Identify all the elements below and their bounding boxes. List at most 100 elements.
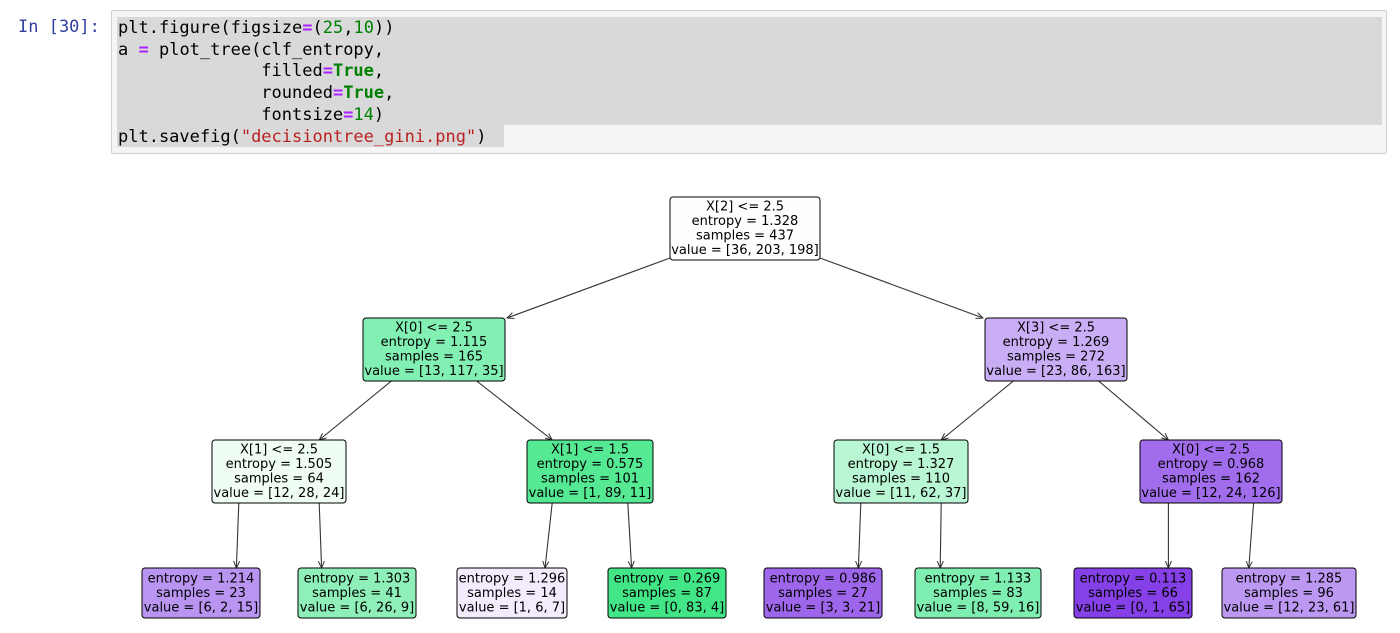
code-cell[interactable]: plt.figure(figsize=(25,10))a = plot_tree… <box>111 10 1387 154</box>
tree-node-box <box>362 317 506 382</box>
code-token: True <box>343 83 385 104</box>
tree-node-label: entropy = 1.214 <box>148 571 255 586</box>
code-token: 25 <box>322 18 344 38</box>
tree-node-box <box>669 196 821 261</box>
cell-prompt: In [30]: <box>18 17 100 37</box>
tree-node-box <box>211 439 347 504</box>
tree-node-label: samples = 96 <box>1244 586 1334 601</box>
code-token: plt.savefig( <box>118 126 241 147</box>
tree-node-label: X[1] <= 1.5 <box>551 443 629 458</box>
tree-edge-n4-n9 <box>545 502 553 568</box>
code-token: plt.figure(figsize <box>118 18 303 38</box>
tree-node-box <box>763 567 883 619</box>
tree-edge-n1-n3 <box>319 380 392 440</box>
tree-node-label: value = [13, 117, 35] <box>364 364 503 379</box>
tree-node-label: value = [3, 3, 21] <box>766 600 880 615</box>
tree-node-label: samples = 110 <box>852 472 950 487</box>
tree-node-label: entropy = 0.968 <box>1158 457 1265 472</box>
tree-node-label: entropy = 1.327 <box>848 457 955 472</box>
tree-node-box <box>1073 567 1193 619</box>
code-token: ) <box>373 104 385 125</box>
tree-node-label: entropy = 1.285 <box>1236 571 1343 586</box>
tree-node-label: samples = 41 <box>312 586 402 601</box>
tree-node-label: samples = 14 <box>467 586 557 601</box>
tree-node-label: entropy = 1.505 <box>226 457 333 472</box>
tree-node-label: X[3] <= 2.5 <box>1017 321 1095 336</box>
code-editor[interactable]: plt.figure(figsize=(25,10))a = plot_tree… <box>118 18 486 148</box>
tree-node-label: value = [8, 59, 16] <box>917 600 1040 615</box>
code-token: True <box>332 61 374 82</box>
tree-node-box <box>456 567 568 619</box>
code-token: 14 <box>353 104 374 125</box>
tree-node-box <box>1221 567 1357 619</box>
tree-edge-n2-n5 <box>941 380 1014 440</box>
tree-node-label: entropy = 1.303 <box>304 571 411 586</box>
tree-node-label: samples = 437 <box>696 229 794 244</box>
tree-node-box <box>984 317 1128 382</box>
tree-node-label: value = [0, 1, 65] <box>1076 600 1190 615</box>
code-token: plot_tree(clf_entropy, <box>148 39 385 60</box>
tree-node-label: X[0] <= 1.5 <box>862 443 940 458</box>
tree-node-label: samples = 83 <box>933 586 1023 601</box>
code-token: 10 <box>353 18 374 38</box>
code-token: = <box>343 104 354 125</box>
tree-edge-n6-n14 <box>1249 502 1255 568</box>
code-token: ( <box>312 18 323 38</box>
tree-node-label: value = [1, 89, 11] <box>529 486 652 501</box>
code-token: , <box>384 83 395 104</box>
tree-node-label: value = [12, 23, 61] <box>1224 600 1355 615</box>
tree-node-box <box>297 567 417 619</box>
code-token: rounded <box>118 83 333 104</box>
tree-node-label: samples = 165 <box>385 350 483 365</box>
code-line: a = plot_tree(clf_entropy, <box>118 40 486 62</box>
tree-node-label: X[2] <= 2.5 <box>706 200 784 215</box>
tree-node-label: samples = 66 <box>1088 586 1178 601</box>
tree-node-label: entropy = 1.328 <box>692 214 799 229</box>
tree-edge-n2-n6 <box>1098 380 1169 440</box>
code-token: )) <box>373 18 395 38</box>
tree-node-label: entropy = 1.115 <box>381 335 488 350</box>
tree-node-label: entropy = 1.133 <box>925 571 1032 586</box>
tree-node-box <box>607 567 727 619</box>
code-token: , <box>343 18 354 38</box>
tree-node-label: X[0] <= 2.5 <box>395 321 473 336</box>
selection-highlight-last-line <box>117 125 504 147</box>
tree-node-label: value = [6, 26, 9] <box>300 600 414 615</box>
tree-node-label: samples = 23 <box>156 586 246 601</box>
tree-edge-n0-n2 <box>819 257 983 318</box>
code-token: ) <box>476 126 487 147</box>
tree-node-label: value = [0, 83, 4] <box>610 600 724 615</box>
tree-edge-n4-n10 <box>627 502 632 568</box>
tree-node-label: value = [12, 24, 126] <box>1141 486 1280 501</box>
tree-node-label: samples = 87 <box>622 586 712 601</box>
tree-node-label: samples = 27 <box>778 586 868 601</box>
tree-node-label: entropy = 0.575 <box>537 457 644 472</box>
tree-node-label: samples = 272 <box>1007 350 1105 365</box>
code-token: filled <box>118 61 323 82</box>
code-token: = <box>302 18 313 38</box>
code-line: plt.figure(figsize=(25,10)) <box>118 18 486 40</box>
tree-node-label: value = [36, 203, 198] <box>671 243 819 258</box>
tree-edge-n5-n11 <box>858 502 860 568</box>
tree-node-label: value = [6, 2, 15] <box>144 600 258 615</box>
tree-edge-n0-n1 <box>507 257 671 318</box>
tree-node-box <box>914 567 1042 619</box>
tree-node-label: value = [1, 6, 7] <box>459 600 565 615</box>
tree-node-label: entropy = 1.269 <box>1003 335 1110 350</box>
code-line: fontsize=14) <box>118 105 486 127</box>
code-token: "decisiontree_gini.png" <box>240 126 477 147</box>
tree-edge-n1-n4 <box>476 380 553 440</box>
